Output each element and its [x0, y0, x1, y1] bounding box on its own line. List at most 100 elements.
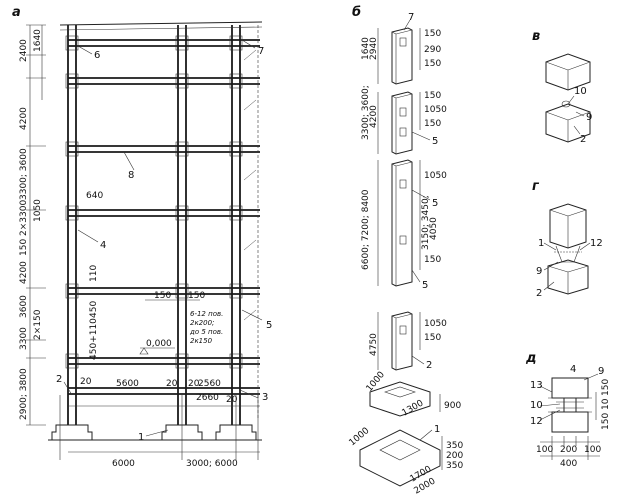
dim-b-col1-top: 1640 [361, 37, 371, 60]
dim-b-col1-left: 2940 [369, 37, 379, 60]
dim-a-v10: 110 [89, 265, 99, 282]
dim-d-r2: 150 [601, 413, 611, 430]
callout-b-7: 7 [408, 12, 414, 23]
callout-d-13: 13 [530, 380, 543, 391]
dim-a-h9: 6000 [112, 459, 135, 469]
dim-a-h8: 20 [226, 395, 238, 405]
callout-b-2: 2 [426, 360, 432, 371]
dim-a-v12: 450 [89, 301, 99, 318]
dim-a-v6: 640 [86, 191, 103, 201]
dim-a-v8: 4200 [19, 261, 29, 284]
callout-a-2: 2 [56, 374, 62, 385]
dim-a-h3: 5600 [116, 379, 139, 389]
joint-section-d [539, 373, 600, 460]
dim-d-b2: 100 [584, 445, 601, 455]
note-line-3: до 5 пов. [189, 328, 223, 336]
dim-a-v15: 2900; 3800 [19, 368, 29, 420]
callout-d-4: 4 [570, 364, 576, 375]
panel-label-g: г [532, 179, 540, 194]
dim-b-col4-left: 4750 [369, 333, 379, 356]
dim-a-v1: 1640 [33, 29, 43, 52]
dim-a-v11: 3300 [19, 327, 29, 350]
dim-a-v0: 2400 [19, 39, 29, 62]
dim-b-col4-1: 150 [424, 333, 441, 343]
panel-label-v: в [532, 29, 540, 44]
dim-d-b1: 200 [560, 445, 577, 455]
dim-b-col2-left: 3300; 3600; [361, 85, 371, 140]
dim-a-h4: 20 [166, 379, 178, 389]
level-mark: 0,000 [146, 339, 172, 349]
callout-g-9: 9 [536, 266, 542, 277]
dim-d-b0: 100 [536, 445, 553, 455]
dim-a-h10: 3000; 6000 [186, 459, 238, 469]
callout-a-4: 4 [100, 240, 106, 251]
panel-label-b: б [352, 5, 361, 20]
dim-a-v4: 2×3300 [19, 200, 29, 236]
callout-d-10: 10 [530, 400, 543, 411]
dim-a-v2: 4200 [19, 107, 29, 130]
callout-b-1: 1 [434, 424, 440, 435]
dim-d-r0: 150 [601, 379, 611, 396]
dim-b-col2-0: 150 [424, 91, 441, 101]
dim-d-r1: 10 [601, 398, 611, 410]
callout-v-10: 10 [574, 86, 587, 97]
dim-a-v5: 1050 [33, 199, 43, 222]
dim-b-col2-left2: 4200 [369, 105, 379, 128]
dim-b-col2-1: 1050 [424, 105, 447, 115]
panel-label-a: а [12, 5, 21, 20]
callout-a-5: 5 [266, 320, 272, 331]
dim-a-h5: 20 [188, 379, 200, 389]
callout-b-5b: 5 [422, 280, 428, 291]
dim-b-col3-0: 1050 [424, 171, 447, 181]
note-line-2: 2к200; [190, 319, 214, 327]
dim-a-h2: 20 [80, 377, 92, 387]
note-line-1: 6-12 пов. [190, 310, 223, 318]
dim-b-col2-2: 150 [424, 119, 441, 129]
callout-a-7: 7 [258, 46, 264, 57]
callout-v-2: 2 [580, 134, 586, 145]
dim-a-v7: 150 [19, 239, 29, 256]
joint-v [545, 53, 591, 143]
callout-b-5a: 5 [432, 136, 438, 147]
dim-b-col4-0: 1050 [424, 319, 447, 329]
dim-a-v9: 3600 [19, 295, 29, 318]
dim-b-col1-0: 150 [424, 29, 441, 39]
dim-d-b3: 400 [560, 459, 577, 469]
dim-b-f1-2: 900 [444, 401, 461, 411]
note-line-4: 2к150 [190, 337, 213, 345]
dim-b-f2-2: 200 [446, 451, 463, 461]
dim-b-col3-mid2: 4050 [429, 217, 439, 240]
dim-a-v3: 3300; 3600 [19, 148, 29, 200]
callout-v-9: 9 [586, 112, 592, 123]
dim-a-h7: 2660 [196, 393, 219, 403]
dim-b-f1-1: 1300 [401, 398, 426, 418]
callout-b-5c: 5 [432, 198, 438, 209]
dim-b-f2-0: 1000 [348, 426, 372, 449]
callout-a-8: 8 [128, 170, 134, 181]
callout-a-3: 3 [262, 392, 268, 403]
dim-a-v14: 2×150 [33, 309, 43, 340]
dim-b-col3-left: 6600; 7200; 8400 [361, 189, 371, 270]
dim-b-f2-1: 350 [446, 441, 463, 451]
panel-label-d: д [525, 351, 537, 366]
callout-d-9: 9 [598, 366, 604, 377]
callout-a-6: 6 [94, 50, 100, 61]
dim-a-h1: 150 [188, 291, 205, 301]
dim-a-h0: 150 [154, 291, 171, 301]
callout-d-12: 12 [530, 416, 543, 427]
callout-g-1: 1 [538, 238, 544, 249]
dim-a-v13: 450+110 [89, 318, 99, 360]
dim-b-col3-1: 150 [424, 255, 441, 265]
callout-g-12: 12 [590, 238, 603, 249]
frame-elevation [26, 21, 263, 460]
dim-b-col1-1: 290 [424, 45, 441, 55]
joint-g [543, 203, 591, 295]
dim-b-col1-2: 150 [424, 59, 441, 69]
callout-g-2: 2 [536, 288, 542, 299]
column-types [359, 19, 443, 487]
dim-b-f2-3: 350 [446, 461, 463, 471]
dim-b-col3-mid: 3150; 3450; [421, 195, 431, 250]
dim-a-h6: 2560 [198, 379, 221, 389]
callout-a-1: 1 [138, 432, 144, 443]
